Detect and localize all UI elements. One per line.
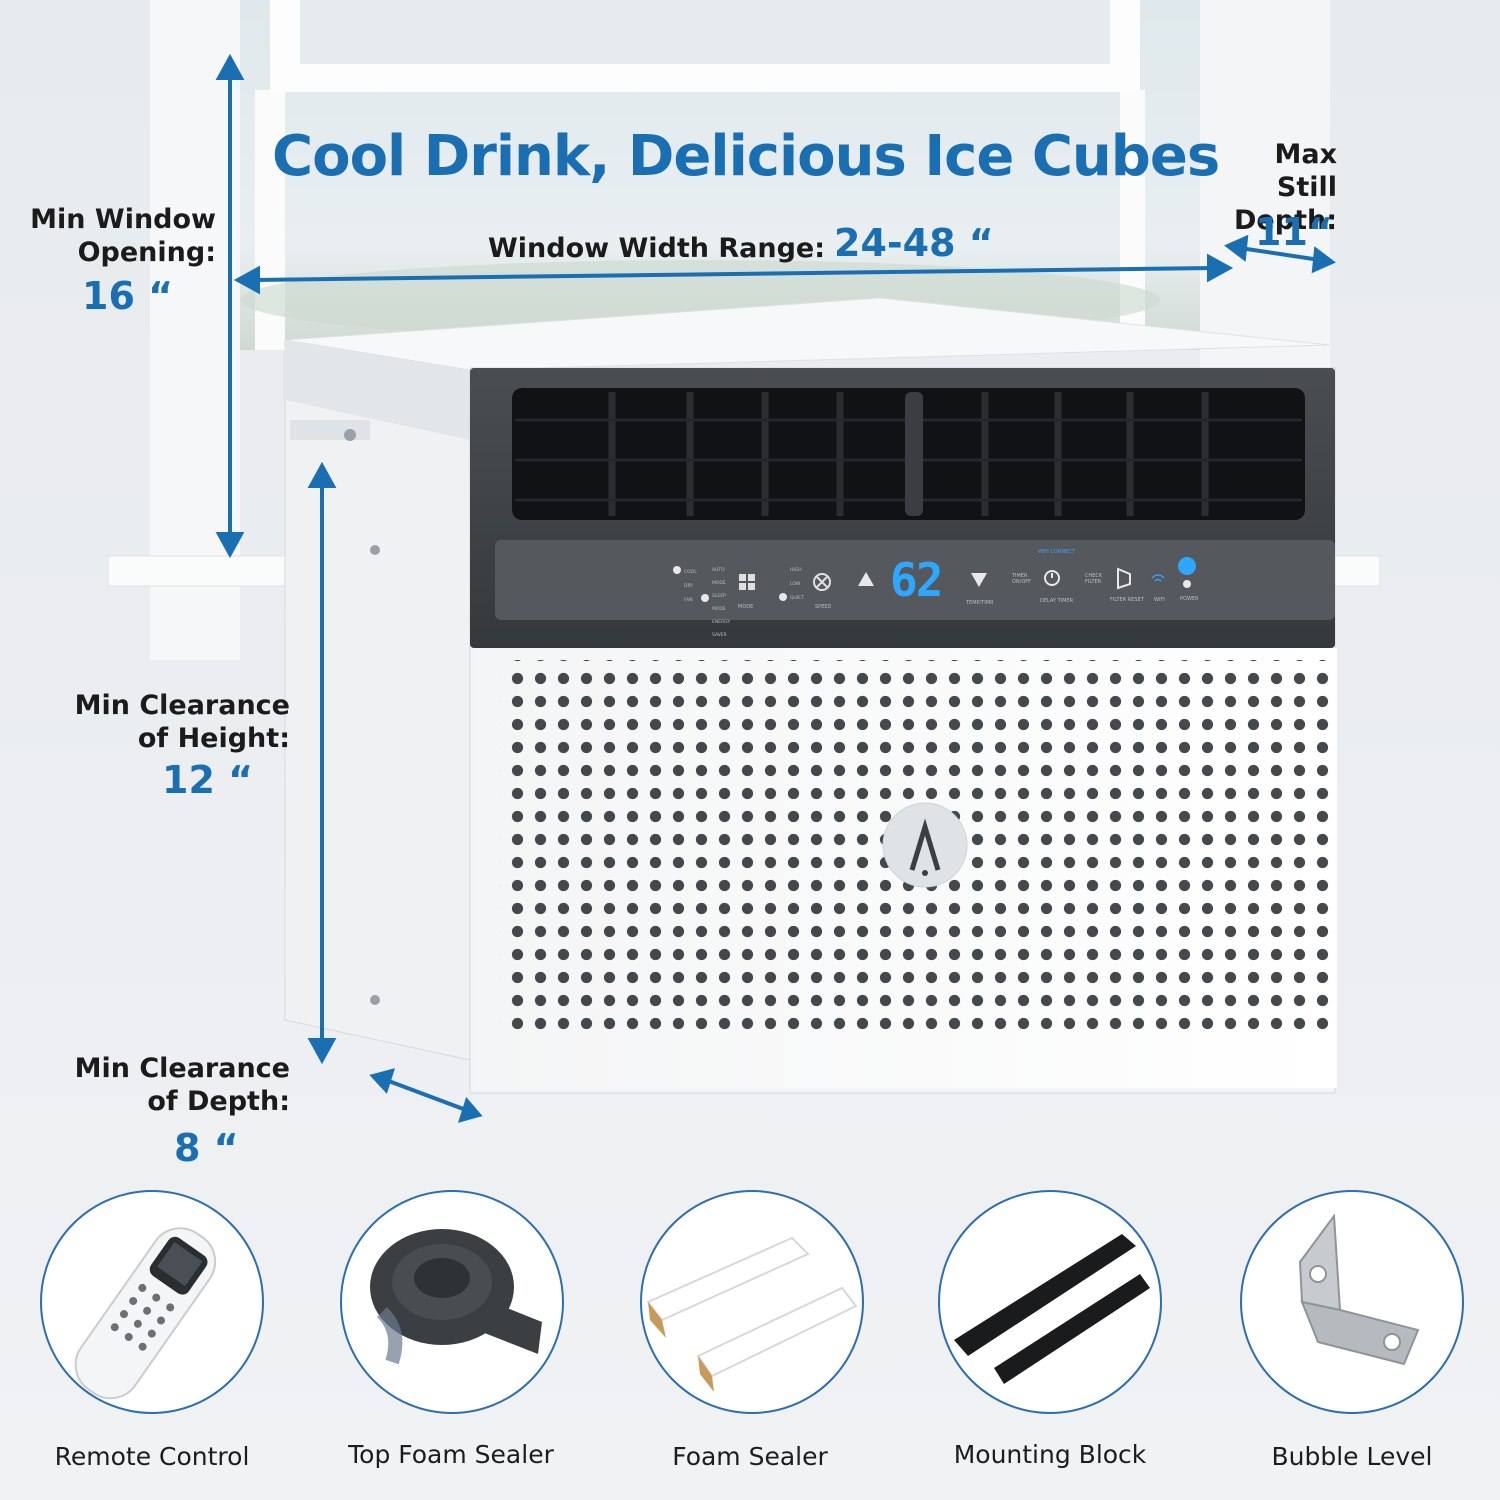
window-width-value: 24-48 “ bbox=[834, 221, 994, 265]
min-window-opening-label: Min Window Opening: bbox=[20, 203, 216, 269]
side-curtain-panel bbox=[284, 339, 471, 1061]
window-ac-illustration bbox=[107, 0, 1381, 1123]
filter-icon bbox=[1117, 567, 1131, 590]
accessory-label-mounting-block: Mounting Block bbox=[953, 1440, 1147, 1469]
min-clearance-height-label: Min Clearance of Height: bbox=[60, 689, 290, 755]
headline: Cool Drink, Delicious Ice Cubes bbox=[272, 124, 1220, 189]
max-still-depth-value: 11“ bbox=[1255, 210, 1333, 254]
window-width-label: Window Width Range: bbox=[488, 233, 826, 264]
min-clearance-depth-value: 8 “ bbox=[174, 1126, 239, 1170]
max-still-depth-label: Max Still Depth: bbox=[1212, 138, 1337, 237]
fan-speed-icon bbox=[813, 573, 831, 591]
mode-button-label: MODE bbox=[738, 604, 754, 610]
mode-auto: AUTO MODE bbox=[712, 568, 726, 586]
timer-icon bbox=[1044, 570, 1060, 586]
mode-icon bbox=[739, 574, 755, 590]
speed-indicator-quiet bbox=[779, 593, 787, 601]
timer-onoff-label: TIMER ON/OFF bbox=[1012, 573, 1032, 585]
accessory-label-remote: Remote Control bbox=[54, 1442, 250, 1471]
max-still-depth-line2: Depth: bbox=[1234, 205, 1337, 236]
min-clearance-depth-line1: Min Clearance bbox=[74, 1053, 290, 1084]
accessory-label-top-foam: Top Foam Sealer bbox=[348, 1440, 554, 1469]
temp-down-icon bbox=[971, 573, 987, 587]
brand-logo-mark bbox=[909, 818, 941, 871]
foam-strips-icon bbox=[646, 1236, 858, 1392]
bracket-icon bbox=[1298, 1213, 1420, 1366]
mode-indicator-energy bbox=[701, 594, 709, 602]
mode-cool: COOL bbox=[684, 570, 697, 575]
accessory-foam-sealer bbox=[640, 1190, 864, 1414]
min-clearance-depth-line2: of Depth: bbox=[147, 1086, 290, 1117]
min-clearance-height-line2: of Height: bbox=[137, 723, 290, 754]
accessory-top-foam-sealer bbox=[340, 1190, 564, 1414]
speed-quiet: QUIET bbox=[790, 596, 804, 601]
min-clearance-height-line1: Min Clearance bbox=[74, 690, 290, 721]
check-filter-label: CHECK FILTER bbox=[1085, 573, 1103, 585]
mode-list: COOL DRY FAN bbox=[684, 566, 697, 608]
temperature-display: 62 bbox=[890, 553, 943, 607]
speed-low: LOW bbox=[790, 582, 801, 587]
temp-up-icon bbox=[858, 572, 874, 586]
mode-indicator-cool bbox=[673, 566, 681, 574]
mode-energy-saver: ENERGY SAVER bbox=[712, 620, 731, 638]
accessory-label-foam-sealer: Foam Sealer bbox=[672, 1442, 828, 1471]
accessory-remote-control bbox=[40, 1190, 264, 1414]
wifi-label: WIFI bbox=[1154, 597, 1165, 603]
delay-timer-label: DELAY TIMER bbox=[1040, 598, 1074, 604]
wifi-icon bbox=[1151, 574, 1165, 582]
accessory-label-bubble-level: Bubble Level bbox=[1271, 1442, 1433, 1471]
dimension-arrows bbox=[215, 53, 1336, 1123]
mounting-block-icon bbox=[954, 1234, 1150, 1384]
speed-button-label: SPEED bbox=[815, 604, 832, 610]
max-still-depth-line1: Max Still bbox=[1274, 139, 1337, 203]
ac-top-housing bbox=[284, 297, 1331, 371]
power-label: POWER bbox=[1180, 596, 1199, 602]
mode-fan: FAN bbox=[684, 598, 693, 603]
temp-timer-label: TEMP/TIMR bbox=[966, 600, 994, 606]
wifi-connect-hint: WIFI CONNECT bbox=[1038, 549, 1075, 555]
filter-reset-label: FILTER RESET bbox=[1110, 597, 1144, 603]
min-window-opening-value: 16 “ bbox=[82, 274, 174, 318]
speed-list: HIGH LOW QUIET bbox=[790, 564, 804, 606]
accessory-bubble-level bbox=[1240, 1190, 1464, 1414]
min-window-opening-line2: Opening: bbox=[77, 237, 216, 268]
speed-high: HIGH bbox=[790, 568, 802, 573]
min-window-opening-line1: Min Window bbox=[30, 204, 216, 235]
accessory-mounting-block bbox=[938, 1190, 1162, 1414]
foam-roll-icon bbox=[370, 1229, 542, 1365]
remote-control-icon bbox=[74, 1227, 217, 1400]
mode-dry: DRY bbox=[684, 584, 694, 589]
mode-list-2: AUTO MODE SLEEP MODE ENERGY SAVER bbox=[712, 564, 736, 642]
brand-logo bbox=[882, 802, 968, 888]
mode-sleep: SLEEP MODE bbox=[712, 594, 726, 612]
power-icon bbox=[1178, 557, 1196, 575]
min-clearance-height-value: 12 “ bbox=[162, 758, 254, 802]
window-frame-left bbox=[150, 0, 240, 660]
min-clearance-depth-label: Min Clearance of Depth: bbox=[60, 1052, 290, 1118]
